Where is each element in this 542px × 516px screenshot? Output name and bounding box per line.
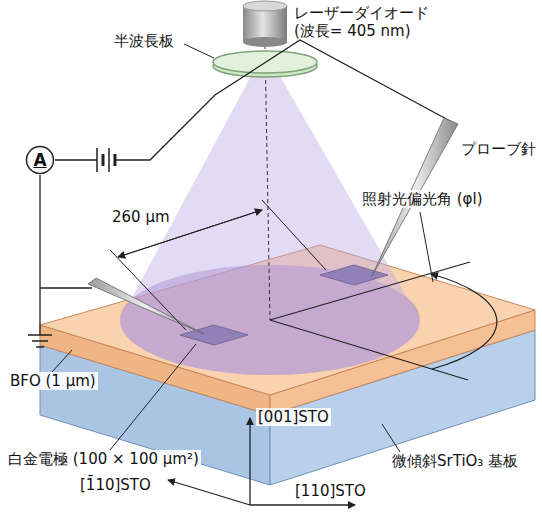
illustration-shape — [115, 40, 452, 160]
illustration-shape — [431, 274, 497, 369]
illustration-shape — [265, 45, 270, 320]
illustration-shape — [110, 344, 196, 450]
illustration-shape — [184, 44, 214, 58]
dimension-label: 260 μm — [110, 208, 172, 226]
angle-label: 照射光偏光角 (φl) — [360, 190, 485, 208]
illustration-shape — [243, 1, 287, 11]
illustration-shape — [270, 320, 468, 380]
illustration-shape — [108, 148, 110, 172]
ammeter-symbol: A — [25, 145, 55, 175]
illustration-shape — [88, 278, 204, 334]
axis-label: [110]STO — [293, 482, 368, 500]
axis-label: [1̄10]STO — [78, 476, 153, 494]
part-label: レーザーダイオード (波長= 405 nm) — [292, 4, 454, 40]
illustration-shape — [52, 350, 72, 372]
illustration-shape — [40, 287, 92, 288]
ammeter-circle: A — [25, 145, 55, 175]
illustration-shape — [55, 159, 97, 160]
electrode-label: 白金電極 (100 × 100 μm²) — [6, 450, 201, 468]
illustration-shape — [168, 480, 250, 505]
part-label: 半波長板 — [112, 32, 176, 50]
illustration-shape — [110, 250, 186, 330]
axis-label: [001]STO — [256, 408, 331, 426]
illustration-shape — [96, 148, 98, 172]
illustration-shape — [32, 340, 48, 342]
illustration-shape — [249, 418, 250, 505]
illustration-shape — [270, 262, 470, 320]
illustration-shape — [250, 504, 355, 505]
illustration-shape — [102, 154, 105, 166]
illustration-shape — [39, 175, 40, 335]
layer-label: BFO (1 μm) — [8, 372, 98, 390]
illustration-shape — [243, 37, 287, 47]
illustration-shape — [382, 424, 400, 452]
part-label: プローブ針 — [459, 140, 538, 158]
illustration-shape — [262, 200, 326, 270]
illustration-shape — [420, 212, 433, 282]
illustration-shape — [28, 334, 52, 336]
illustration-shape — [36, 346, 44, 348]
substrate-label: 微傾斜SrTiO₃ 基板 — [390, 452, 520, 470]
